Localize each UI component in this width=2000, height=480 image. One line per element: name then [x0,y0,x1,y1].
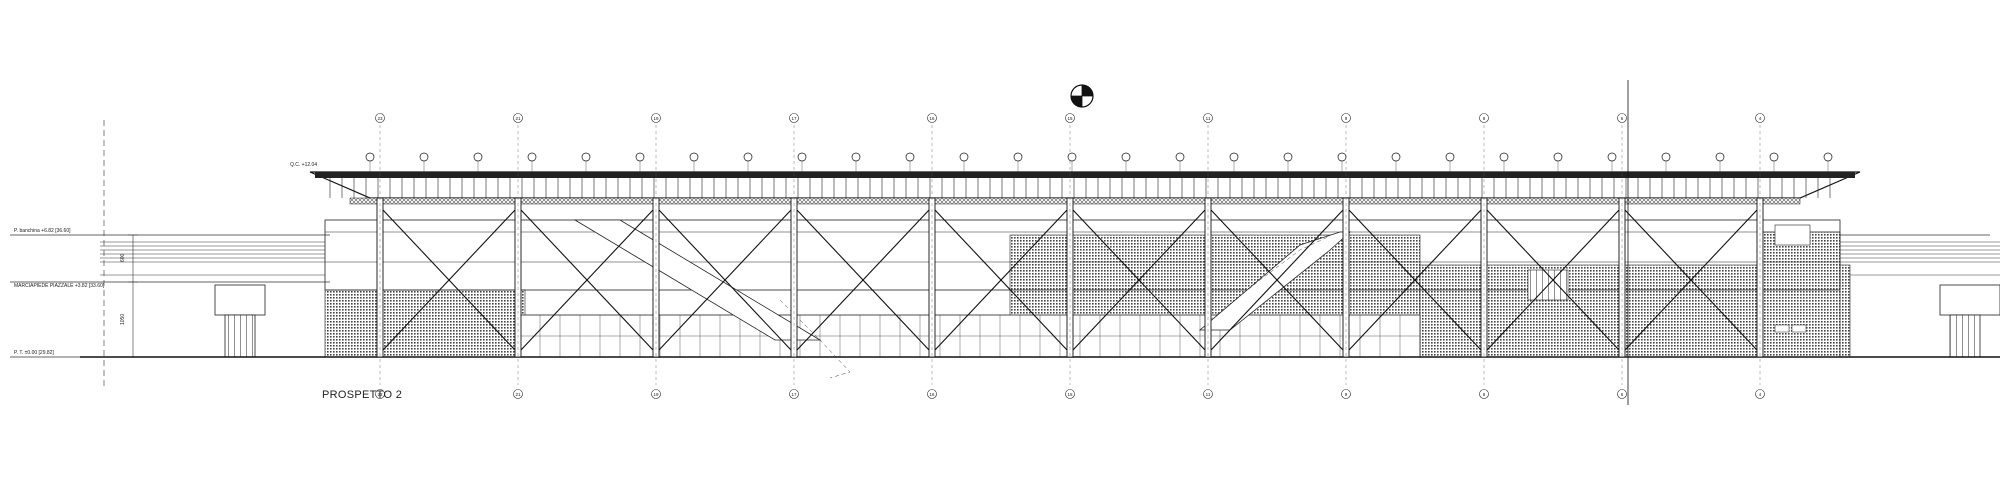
reference-tag [581,152,591,172]
axis-label: 17 [791,116,797,121]
bracing-x [382,209,516,351]
reference-tag [905,152,915,172]
reference-tag [1715,152,1725,172]
bracing-x [1624,209,1758,351]
bracing-x [1486,209,1620,351]
axis-bubble: 21 [513,113,523,123]
axis-label: 21 [515,116,521,121]
reference-tag [635,152,645,172]
reference-tag [1661,152,1671,172]
axis-bubble: 15 [1065,389,1075,399]
axis-label: 16 [929,116,935,121]
axis-bubble: 8 [1479,389,1489,399]
axis-label: 17 [791,392,797,397]
axis-bubble: 4 [1755,113,1765,123]
axis-label: 15 [1067,392,1073,397]
reference-tag [419,152,429,172]
reference-tag [1121,152,1131,172]
reference-tag [743,152,753,172]
axis-bubble: 4 [1755,389,1765,399]
bracing-x [934,209,1068,351]
bracing-x [796,209,930,351]
axis-bubble: 19 [651,389,661,399]
reference-tag [1823,152,1833,172]
reference-tag [1229,152,1239,172]
reference-tag [1067,152,1077,172]
level-label-mid: MARCIAPIEDE PIAZZALE +3.82 [33.60] [14,283,105,289]
bracing-x [1210,209,1344,351]
reference-tag [1175,152,1185,172]
reference-tag [1283,152,1293,172]
axis-label: 16 [929,392,935,397]
axis-bubble: 16 [927,389,937,399]
reference-tag [473,152,483,172]
reference-tag [1337,152,1347,172]
axis-bubble: 17 [789,113,799,123]
dim-left-lower: 1050 [120,314,126,325]
structural-columns [376,125,1764,385]
level-label-top: P. banchina +6.82 [36.60] [14,228,71,234]
axis-bubble: 6 [1617,389,1627,399]
axis-bubble: 19 [651,113,661,123]
reference-tag [797,152,807,172]
building-facade [80,171,2000,379]
axis-bubble: 15 [1065,113,1075,123]
bracing-x [1072,209,1206,351]
reference-tag [689,152,699,172]
right-pier [1939,284,2000,358]
reference-tag [1391,152,1401,172]
axis-label: 21 [515,392,521,397]
reference-tag [1553,152,1563,172]
axis-bubble: 23 [375,389,385,399]
bracing-x [1348,209,1482,351]
axis-label: 6 [1621,116,1624,121]
axis-bubble: 8 [1479,113,1489,123]
axis-label: 23 [377,392,383,397]
axis-bubble: 16 [927,113,937,123]
level-label-ground: P. T. ±0.00 [29.82] [14,350,54,356]
reference-tag [527,152,537,172]
north-arrow-icon [1070,84,1094,108]
axis-label: 9 [1345,392,1348,397]
axis-label: 9 [1345,116,1348,121]
axis-bubble: 23 [375,113,385,123]
axis-bubble: 21 [513,389,523,399]
bracing-x [658,209,792,351]
reference-tag [1445,152,1455,172]
axis-label: 11 [1206,392,1211,397]
reference-tag [1607,152,1617,172]
reference-tag [365,152,375,172]
axis-label: 8 [1483,392,1486,397]
axis-label: 15 [1067,116,1073,121]
axis-bubble: 11 [1203,113,1213,123]
drawing-title: PROSPETTO 2 [322,389,402,401]
reference-tag [1769,152,1779,172]
reference-tag [851,152,861,172]
axis-label: 11 [1206,116,1211,121]
axis-bubble: 9 [1341,113,1351,123]
reference-tag [959,152,969,172]
bracing-x [520,209,654,351]
track-bands [100,241,2000,276]
dim-left-upper: 600 [120,253,126,262]
axis-label: 23 [377,116,383,121]
axis-bubble: 6 [1617,113,1627,123]
axis-label: 19 [653,392,659,397]
axis-bubble: 11 [1203,389,1213,399]
axis-label: 8 [1483,116,1486,121]
axis-label: 4 [1759,392,1762,397]
left-pier [214,284,266,358]
axis-bubble: 9 [1341,389,1351,399]
axis-bubble: 17 [789,389,799,399]
grid-axis-markers: 23 23 21 21 19 19 17 17 16 16 15 15 11 11 9 9 8 8 6 6 4 4 [365,113,1833,399]
reference-tag [1499,152,1509,172]
level-label-roof: Q.C. +12.04 [290,162,317,168]
cross-bracing [382,209,1758,351]
reference-tag [1013,152,1023,172]
axis-label: 6 [1621,392,1624,397]
axis-label: 4 [1759,116,1762,121]
axis-label: 19 [653,116,659,121]
